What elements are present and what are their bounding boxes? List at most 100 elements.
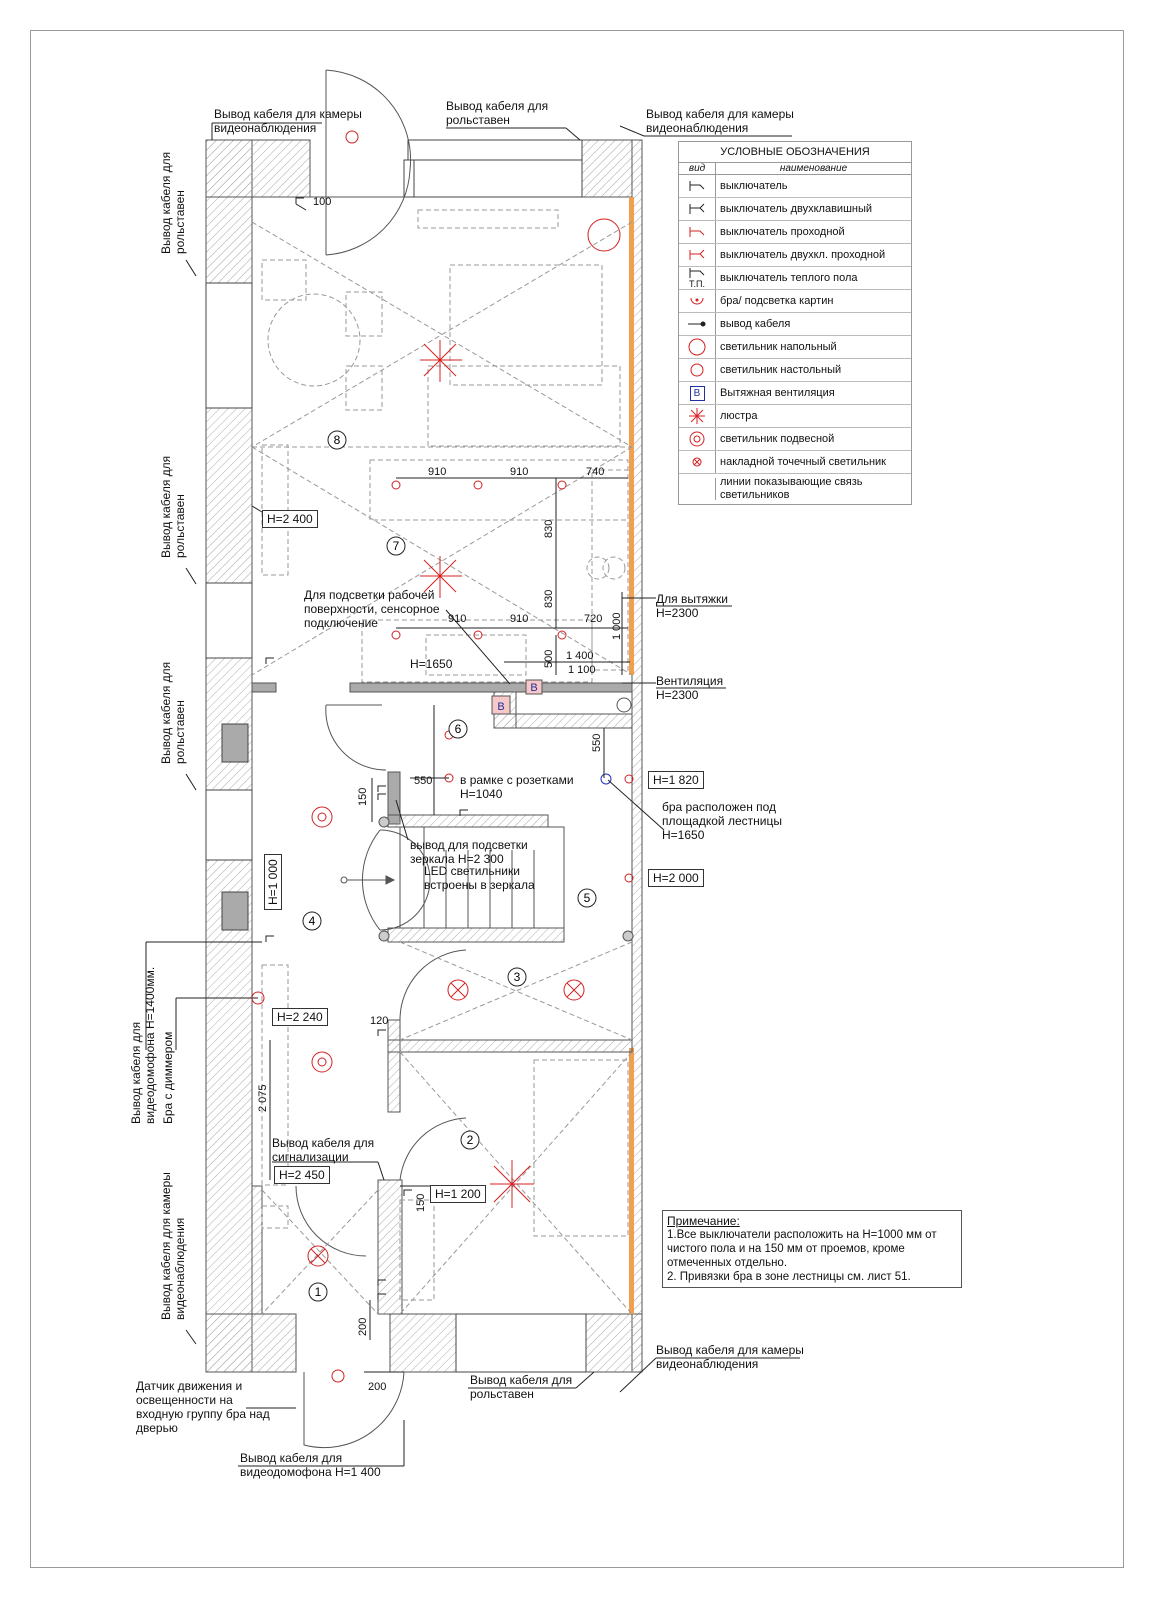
pass-switch-icon	[689, 227, 705, 237]
legend-text: светильник напольный	[720, 340, 837, 353]
room-number: 8	[334, 433, 341, 447]
spot-light	[557, 480, 567, 490]
legend-row: бра/ подсветка картин	[679, 290, 911, 313]
switch-icon	[689, 181, 705, 191]
double-switch-icon	[689, 203, 705, 214]
ventilation-marks	[491, 679, 543, 715]
double-pass-switch-icon	[689, 249, 705, 260]
legend-icon-text: Т.П.	[689, 279, 705, 289]
ceiling-lamp	[563, 979, 585, 1001]
legend-text: выключатель проходной	[720, 225, 845, 238]
spot-light	[473, 630, 483, 640]
svg-text:Вывод кабеля для камеры: Вывод кабеля для камеры	[656, 1343, 804, 1357]
svg-text:рольставен: рольставен	[173, 494, 187, 558]
height-box: Н=1 820	[648, 771, 704, 789]
room-number: 7	[393, 539, 400, 553]
chandelier-icon	[689, 408, 705, 424]
legend-row: выключатель проходной	[679, 221, 911, 244]
ventilation-icon: В	[689, 385, 705, 401]
svg-text:Вывод кабеля для: Вывод кабеля для	[159, 662, 173, 764]
ceiling-lamp	[447, 979, 469, 1001]
dim-text: 740	[586, 466, 604, 478]
sconce	[331, 1369, 345, 1383]
svg-text:площадкой лестницы: площадкой лестницы	[662, 814, 782, 828]
switch-icon	[295, 197, 307, 211]
dim-text: 1 000	[611, 612, 623, 640]
legend-row: накладной точечный светильник	[679, 451, 911, 474]
spot-light	[624, 774, 634, 784]
floor-heating-switch-icon	[689, 268, 705, 278]
svg-text:Вывод кабеля для: Вывод кабеля для	[240, 1451, 342, 1465]
note-box: Примечание: 1.Все выключатели расположит…	[662, 1210, 962, 1288]
svg-text:Вентиляция: Вентиляция	[656, 674, 723, 688]
switch-icon	[377, 1029, 386, 1036]
svg-text:рольставен: рольставен	[173, 190, 187, 254]
svg-text:Н=1650: Н=1650	[662, 828, 705, 842]
svg-text:Вывод кабеля для: Вывод кабеля для	[446, 99, 548, 113]
svg-text:сигнализации: сигнализации	[272, 1150, 349, 1164]
pendant-lamp-icon	[689, 431, 705, 447]
vent-mark: В	[530, 682, 537, 694]
legend-col-type: вид	[679, 163, 716, 174]
dim-text: 1 100	[568, 664, 596, 676]
height-text: Н=1650	[410, 657, 453, 671]
exterior-walls	[205, 139, 643, 1373]
switch-icon	[251, 505, 263, 513]
vent-mark: В	[497, 701, 504, 713]
vertical-labels: Вывод кабеля для рольставен Вывод кабеля…	[129, 152, 187, 1320]
chandelier-kitchen	[420, 556, 462, 598]
height-box: Н=2 450	[274, 1166, 330, 1184]
legend-text: накладной точечный светильник	[720, 455, 886, 468]
svg-text:в рамке с розетками: в рамке с розетками	[460, 773, 574, 787]
legend-row: линии показывающие связь светильников	[679, 474, 911, 504]
legend-table: УСЛОВНЫЕ ОБОЗНАЧЕНИЯ вид наименование вы…	[678, 141, 912, 505]
svg-text:рольставен: рольставен	[446, 113, 510, 127]
switch-icon	[377, 785, 386, 800]
height-box: Н=2 400	[262, 510, 318, 528]
svg-text:встроены в зеркала: встроены в зеркала	[424, 878, 535, 892]
svg-text:видеодомофона Н=1 400: видеодомофона Н=1 400	[240, 1465, 381, 1479]
note-line: 2. Привязки бра в зоне лестницы см. лист…	[667, 1271, 911, 1283]
room-number: 4	[309, 914, 316, 928]
dimension-lines	[269, 477, 630, 1373]
legend-row: вывод кабеля	[679, 313, 911, 336]
legend-row: В Вытяжная вентиляция	[679, 382, 911, 405]
legend-text: люстра	[720, 409, 758, 422]
svg-text:видеонаблюдения: видеонаблюдения	[173, 1218, 187, 1320]
legend-row: выключатель	[679, 175, 911, 198]
leader-lines	[145, 122, 800, 1467]
svg-text:видеонаблюдения: видеонаблюдения	[646, 121, 748, 135]
pendant-lamp	[311, 1051, 333, 1073]
furniture	[251, 209, 633, 1315]
svg-text:рольставен: рольставен	[173, 700, 187, 764]
chandelier-bedroom	[490, 1160, 534, 1208]
svg-text:видеонаблюдения: видеонаблюдения	[214, 121, 316, 135]
light-fixtures	[251, 130, 634, 1383]
dim-text: 2 075	[257, 1084, 269, 1112]
dim-text: 550	[591, 734, 603, 752]
windows	[205, 139, 587, 1373]
dim-text: 120	[370, 1015, 388, 1027]
callout-labels: Вывод кабеля для камеры видеонаблюдения …	[136, 99, 804, 1479]
note-line: 1.Все выключатели расположить на Н=1000 …	[667, 1229, 937, 1269]
dim-text: 910	[448, 613, 466, 625]
svg-text:видеодомофона Н=1400мм.: видеодомофона Н=1400мм.	[143, 967, 157, 1124]
legend-row: светильник подвесной	[679, 428, 911, 451]
svg-text:освещенности на: освещенности на	[136, 1393, 233, 1407]
spot-light	[391, 630, 401, 640]
spot-light	[557, 630, 567, 640]
svg-text:Датчик движения и: Датчик движения и	[136, 1379, 242, 1393]
svg-text:Н=1040: Н=1040	[460, 787, 503, 801]
svg-text:Н=2300: Н=2300	[656, 688, 699, 702]
dim-text: 1 400	[566, 650, 594, 662]
spot-light	[391, 480, 401, 490]
cable-output-icon	[688, 321, 706, 327]
svg-text:Вывод кабеля для: Вывод кабеля для	[470, 1373, 572, 1387]
legend-row: светильник настольный	[679, 359, 911, 382]
spot-light	[473, 480, 483, 490]
switch-icon	[265, 935, 274, 942]
dim-text: 200	[357, 1318, 369, 1336]
svg-text:Вывод кабеля для камеры: Вывод кабеля для камеры	[159, 1172, 173, 1320]
spot-light-icon	[692, 457, 702, 467]
legend-text: выключатель двухклавишный	[720, 202, 873, 215]
